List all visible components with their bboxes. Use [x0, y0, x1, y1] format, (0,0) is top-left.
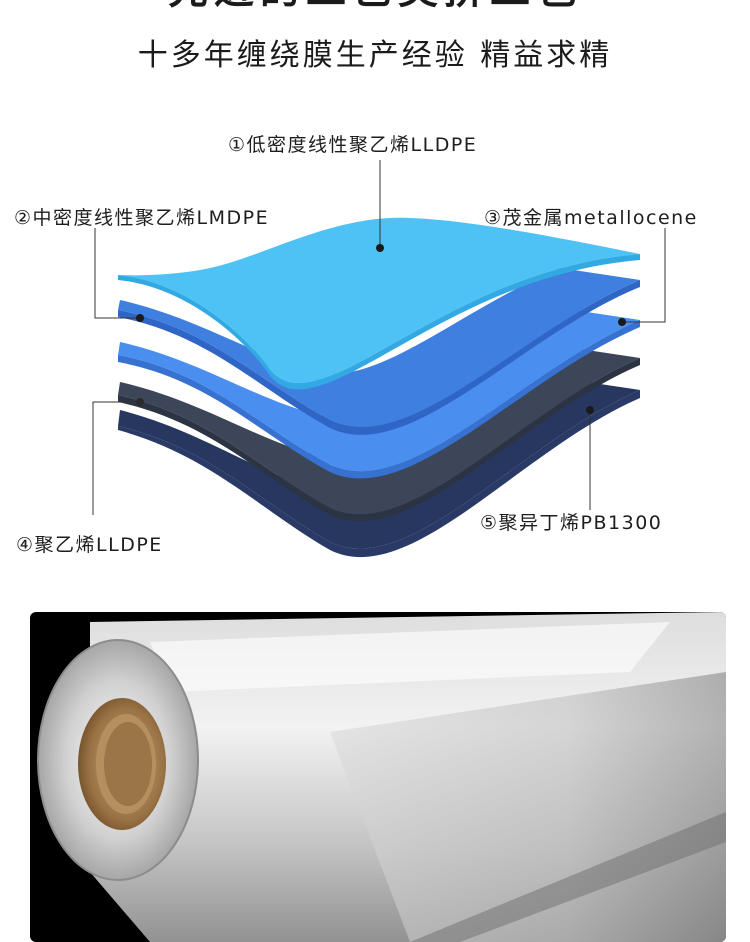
- film-layers-diagram: ①低密度线性聚乙烯LLDPE ②中密度线性聚乙烯LMDPE ③茂金属metall…: [0, 110, 750, 600]
- leader-line-4: [92, 401, 140, 515]
- leader-dot-3: [618, 318, 626, 326]
- film-sheet-dark-band: [410, 812, 726, 942]
- layer-label-3: ③茂金属metallocene: [484, 207, 698, 229]
- layer-5-shape: [118, 390, 640, 558]
- layer-1-edge: [118, 254, 640, 390]
- layer-4-edge: [118, 358, 640, 522]
- layer-3-edge: [118, 320, 640, 479]
- leader-line-3: [622, 228, 666, 323]
- layer-label-5: ⑤聚异丁烯PB1300: [480, 512, 663, 534]
- film-roll-svg: [37, 612, 726, 942]
- leader-dot-5: [586, 406, 594, 414]
- subtitle: 十多年缠绕膜生产经验 精益求精: [137, 38, 613, 73]
- layer-label-4: ④聚乙烯LLDPE: [16, 534, 163, 556]
- layer-label-1: ①低密度线性聚乙烯LLDPE: [228, 134, 478, 156]
- film-sheet-highlight: [150, 622, 670, 692]
- film-layers-svg: [92, 160, 666, 558]
- leader-dot-2: [136, 314, 144, 322]
- layer-label-2: ②中密度线性聚乙烯LMDPE: [14, 207, 270, 229]
- leader-dot-4: [136, 398, 144, 406]
- leader-line-2: [94, 228, 140, 319]
- layer-2-face: [118, 268, 640, 427]
- paper-core-inner: [104, 722, 152, 806]
- film-roll-photo: [30, 612, 726, 942]
- leader-dot-1: [376, 244, 384, 252]
- roll-end-rim: [37, 639, 199, 881]
- headline-cut: 先进的工艺美拼工包: [0, 0, 750, 10]
- layer-1-face: [118, 217, 640, 384]
- layer-2-edge: [118, 280, 640, 435]
